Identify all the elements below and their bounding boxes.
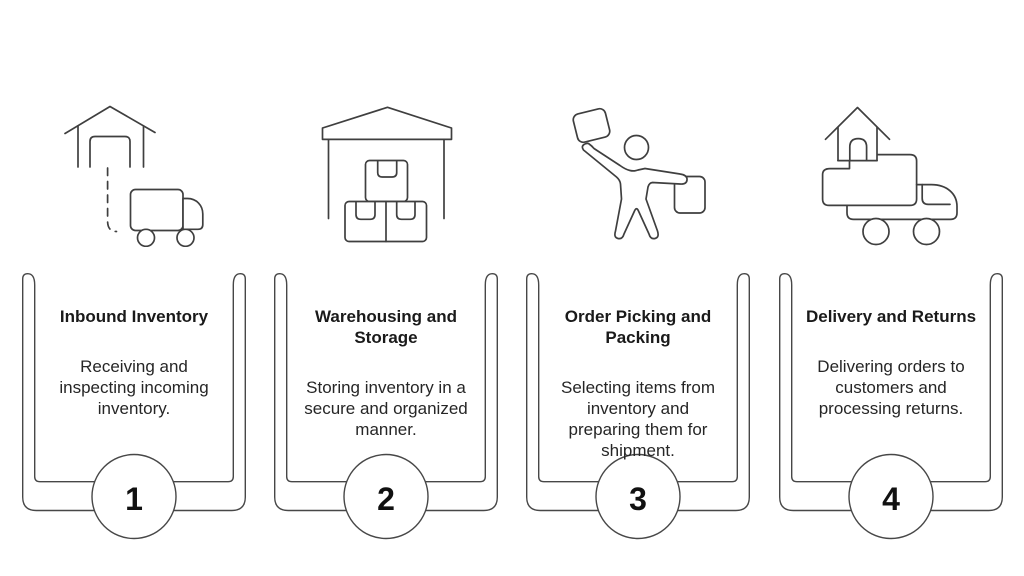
step-description: Selecting items from inventory and prepa… xyxy=(561,378,715,460)
step-title: Delivery and Returns xyxy=(805,307,977,326)
order-picking-icon xyxy=(572,107,706,240)
number-circle xyxy=(595,453,681,540)
stacked-boxes-shape xyxy=(344,159,428,243)
person-body-shape xyxy=(581,142,688,240)
bracket-frame xyxy=(779,273,1003,540)
step-title: Warehousing and Storage xyxy=(315,307,457,347)
number-circle xyxy=(91,453,177,540)
step-1: Inbound Inventory Receiving and inspecti… xyxy=(22,0,246,576)
truck-cargo-shape xyxy=(821,153,958,221)
step-4: Delivery and Returns Delivering orders t… xyxy=(779,0,1003,576)
step-number: 2 xyxy=(377,481,395,517)
step-number: 4 xyxy=(882,481,900,517)
windshield-line xyxy=(921,183,951,206)
house-shape xyxy=(824,106,891,162)
number-circle xyxy=(343,453,429,540)
warehouse-roof-shape xyxy=(321,106,453,220)
step-card: Inbound Inventory Receiving and inspecti… xyxy=(22,273,246,541)
step-title: Order Picking and Packing xyxy=(564,307,712,347)
inbound-inventory-icon xyxy=(64,105,204,247)
step-description: Storing inventory in a secure and organi… xyxy=(304,378,468,439)
truck-shape xyxy=(129,188,204,247)
warehouse-gate-shape xyxy=(64,105,156,168)
step-number: 3 xyxy=(629,481,647,517)
step-number: 1 xyxy=(125,481,143,517)
step-description: Receiving and inspecting incoming invent… xyxy=(59,357,209,418)
step-title: Inbound Inventory xyxy=(59,307,209,326)
lifted-box-shape xyxy=(572,107,611,144)
step-3: Order Picking and Packing Selecting item… xyxy=(526,0,750,576)
step-card: Order Picking and Packing Selecting item… xyxy=(526,273,750,541)
house-door-shape xyxy=(848,137,868,162)
warehousing-storage-icon xyxy=(321,106,453,243)
step-card: Delivery and Returns Delivering orders t… xyxy=(779,273,1003,541)
truck-cab-wheels-shape xyxy=(862,183,951,246)
bracket-frame xyxy=(274,273,498,540)
step-description: Delivering orders to customers and proce… xyxy=(817,357,965,418)
person-head-shape xyxy=(623,134,650,161)
step-2: Warehousing and Storage Storing inventor… xyxy=(274,0,498,576)
bracket-frame xyxy=(526,273,750,540)
step-card: Warehousing and Storage Storing inventor… xyxy=(274,273,498,541)
carried-box-shape xyxy=(673,175,706,214)
delivery-returns-icon xyxy=(821,106,958,246)
dashed-path-line xyxy=(106,167,118,233)
bracket-frame xyxy=(22,273,246,540)
number-circle xyxy=(848,453,934,540)
